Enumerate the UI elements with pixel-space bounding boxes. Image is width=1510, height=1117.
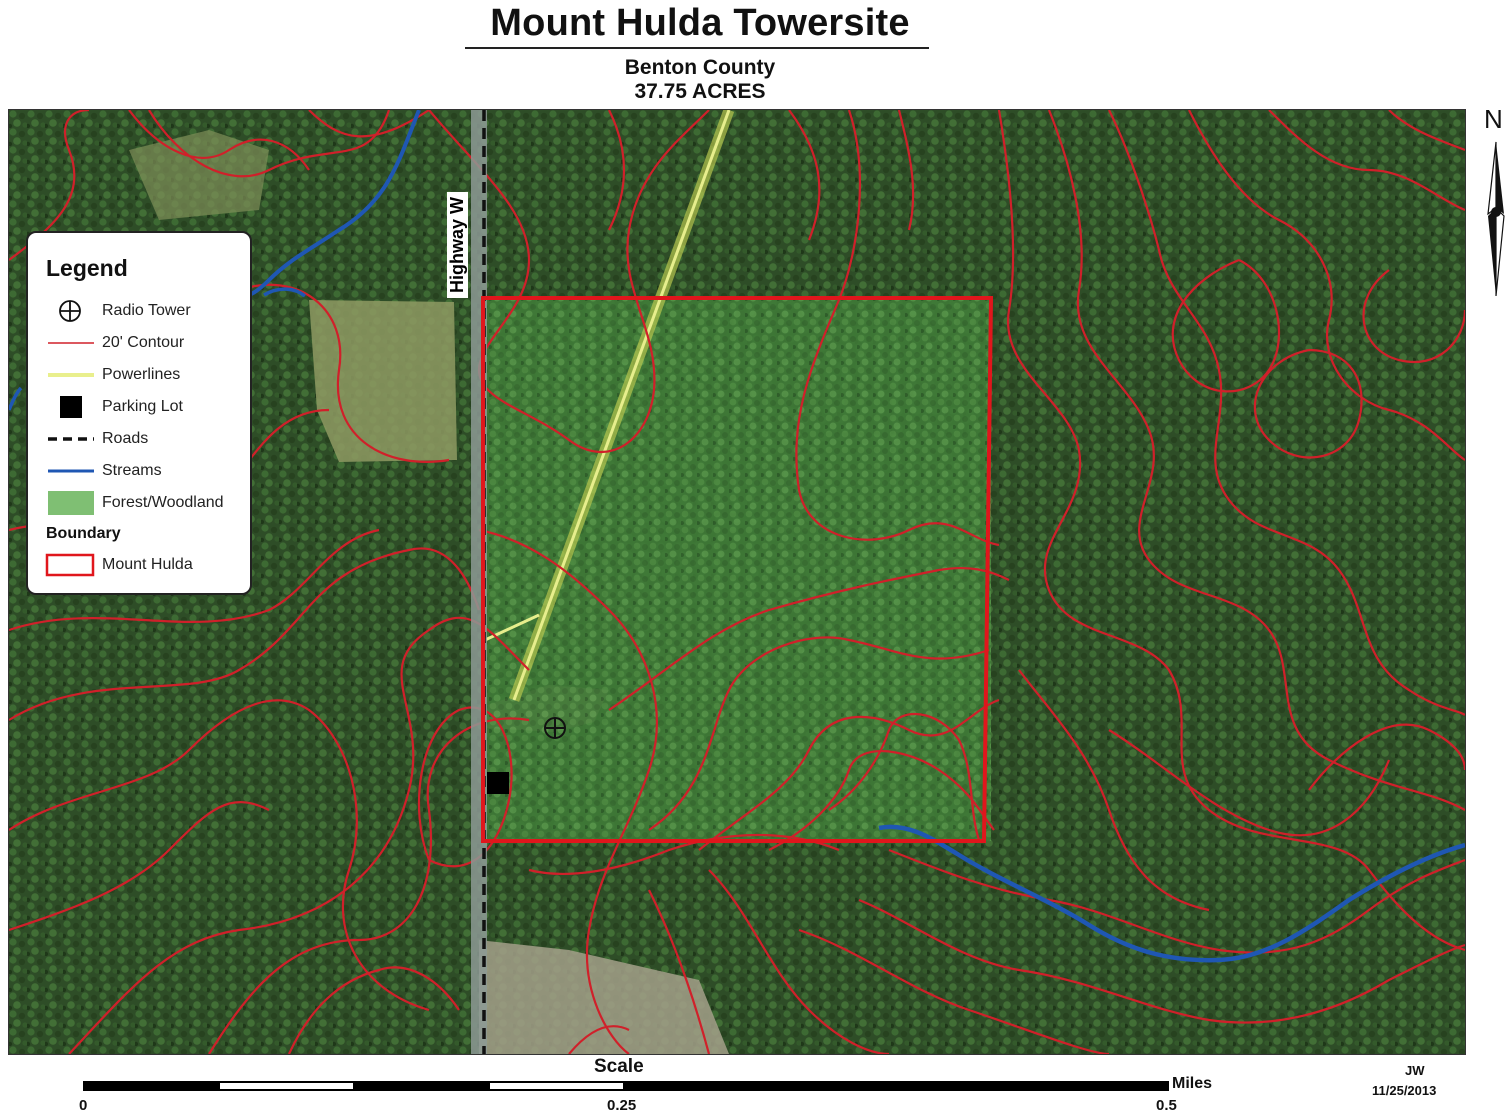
- legend-title: Legend: [46, 255, 128, 281]
- parcel-boundary: [481, 296, 994, 843]
- legend-label: Mount Hulda: [102, 556, 193, 573]
- legend-item-powerlines: Powerlines: [28, 361, 254, 391]
- stream: [238, 110, 421, 299]
- blue-line-icon: [48, 469, 94, 473]
- county-label: Benton County: [624, 56, 776, 79]
- scale-label: Scale: [594, 1056, 644, 1077]
- scale-unit: Miles: [1172, 1075, 1213, 1092]
- legend-label: Radio Tower: [102, 302, 191, 319]
- scale-tick-label: 0.5: [1156, 1097, 1177, 1114]
- legend-label: Parking Lot: [102, 398, 183, 415]
- acreage-label: 37.75 ACRES: [634, 80, 766, 103]
- legend-item-streams: Streams: [28, 457, 254, 487]
- parking-lot-marker: [487, 772, 509, 794]
- stream: [263, 287, 307, 298]
- open-field: [309, 300, 457, 462]
- legend-item-forest: Forest/Woodland: [28, 489, 254, 519]
- crosshair-circle-icon: [59, 300, 81, 322]
- title-underline: [465, 47, 929, 49]
- map-subtitle: Benton County 37.75 ACRES: [0, 56, 1400, 104]
- scale-bar: [83, 1081, 1169, 1091]
- legend-label: Powerlines: [102, 366, 181, 383]
- legend-label: Streams: [102, 462, 162, 479]
- stream: [9, 386, 23, 411]
- contour-lines: [9, 110, 1465, 1054]
- legend-boundary-heading: Boundary: [46, 525, 121, 542]
- map-title: Mount Hulda Towersite: [490, 2, 910, 44]
- map-date: 11/25/2013: [1372, 1083, 1437, 1098]
- legend-item-parking-lot: Parking Lot: [28, 393, 254, 423]
- north-arrow-icon: [1487, 141, 1505, 297]
- powerline: [512, 110, 731, 701]
- scale-tick-label: 0: [79, 1097, 88, 1114]
- legend-item-radio-tower: Radio Tower: [28, 297, 254, 327]
- legend-item-roads: Roads: [28, 425, 254, 455]
- legend-item-contour: 20' Contour: [28, 329, 254, 359]
- red-line-icon: [48, 342, 94, 344]
- red-outline-box-icon: [45, 553, 95, 577]
- highway-label: Highway W: [447, 191, 468, 298]
- clearing: [479, 940, 729, 1054]
- north-label: N: [1484, 104, 1503, 134]
- legend-label: 20' Contour: [102, 334, 185, 351]
- stream: [878, 824, 1465, 963]
- legend-label: Forest/Woodland: [102, 494, 224, 511]
- yellow-line-icon: [48, 373, 94, 377]
- author-initials: JW: [1405, 1063, 1425, 1078]
- black-square-icon: [60, 396, 82, 418]
- dashed-line-icon: [48, 437, 94, 441]
- green-patch-icon: [48, 491, 94, 515]
- legend-label: Roads: [102, 430, 149, 447]
- radio-tower-marker: [544, 717, 566, 739]
- open-field: [129, 130, 269, 220]
- scale-tick-label: 0.25: [607, 1097, 637, 1114]
- parcel-forest-overlay: [483, 298, 991, 841]
- legend-panel: Legend Radio Tower 20' Contour Powerline…: [26, 231, 252, 595]
- legend-item-boundary: Mount Hulda: [28, 551, 254, 581]
